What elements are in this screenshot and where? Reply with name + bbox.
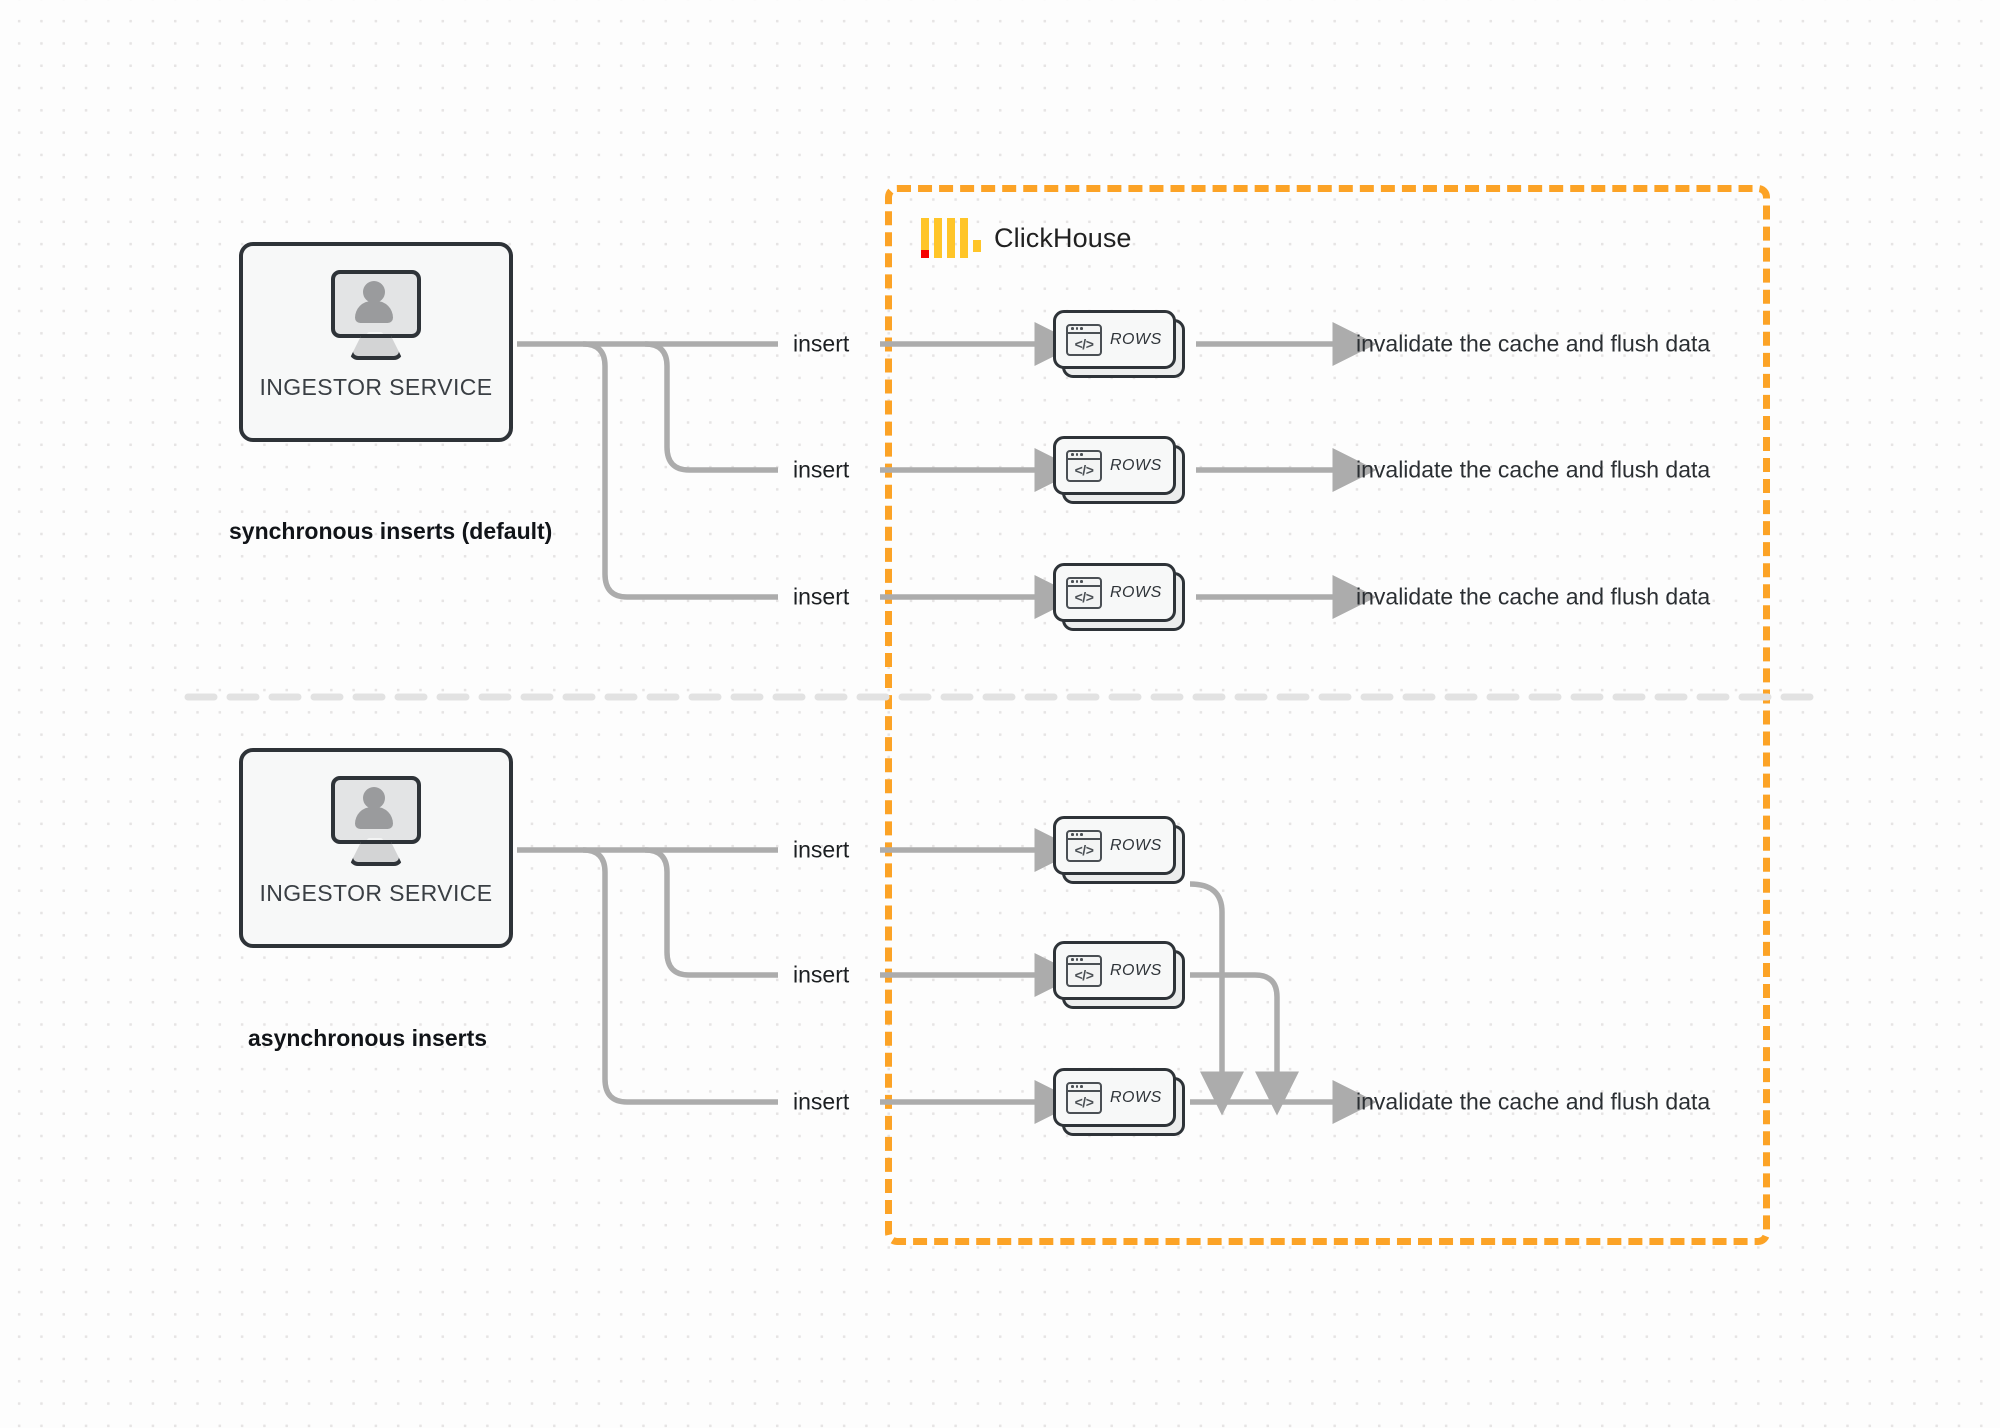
- rows-node-async-2[interactable]: </> ROWS: [1053, 941, 1185, 1009]
- wire-async-branch-3: [582, 847, 778, 1105]
- rows-node-sync-2[interactable]: </> ROWS: [1053, 436, 1185, 504]
- rows-label: ROWS: [1110, 836, 1162, 854]
- ingestor-service-sync[interactable]: INGESTOR SERVICE: [239, 242, 513, 442]
- rows-node-sync-1[interactable]: </> ROWS: [1053, 310, 1185, 378]
- rows-node-async-3[interactable]: </> ROWS: [1053, 1068, 1185, 1136]
- rows-node-sync-3[interactable]: </> ROWS: [1053, 563, 1185, 631]
- rows-label: ROWS: [1110, 583, 1162, 601]
- edge-label-insert-sync-1: insert: [793, 330, 850, 357]
- sink-label-async: invalidate the cache and flush data: [1356, 1088, 1711, 1115]
- clickhouse-logo-icon: [921, 218, 981, 258]
- edge-label-insert-async-1: insert: [793, 836, 850, 863]
- sink-label-sync-3: invalidate the cache and flush data: [1356, 583, 1711, 610]
- edge-label-insert-async-3: insert: [793, 1088, 850, 1115]
- monitor-user-icon: [327, 776, 425, 866]
- code-window-icon: </>: [1066, 323, 1102, 356]
- ingestor-service-async[interactable]: INGESTOR SERVICE: [239, 748, 513, 948]
- edge-label-insert-sync-2: insert: [793, 456, 850, 483]
- section-caption-async: asynchronous inserts: [248, 1025, 488, 1051]
- code-window-icon: </>: [1066, 1081, 1102, 1114]
- clickhouse-label: ClickHouse: [994, 222, 1132, 253]
- sink-label-sync-2: invalidate the cache and flush data: [1356, 456, 1711, 483]
- clickhouse-brand: ClickHouse: [921, 218, 1132, 258]
- wire-async-branch-2: [644, 847, 778, 978]
- clickhouse-boundary: [885, 185, 1770, 1245]
- rows-label: ROWS: [1110, 456, 1162, 474]
- rows-label: ROWS: [1110, 1088, 1162, 1106]
- wire-sync-branch-3: [582, 341, 778, 600]
- ingestor-service-label-async: INGESTOR SERVICE: [259, 880, 493, 906]
- rows-label: ROWS: [1110, 961, 1162, 979]
- code-window-icon: </>: [1066, 449, 1102, 482]
- code-window-icon: </>: [1066, 829, 1102, 862]
- rows-label: ROWS: [1110, 330, 1162, 348]
- code-window-icon: </>: [1066, 954, 1102, 987]
- section-caption-sync: synchronous inserts (default): [229, 518, 553, 544]
- rows-node-async-1[interactable]: </> ROWS: [1053, 816, 1185, 884]
- monitor-user-icon: [327, 270, 425, 360]
- code-window-icon: </>: [1066, 576, 1102, 609]
- ingestor-service-label-sync: INGESTOR SERVICE: [259, 374, 493, 400]
- edge-label-insert-sync-3: insert: [793, 583, 850, 610]
- sink-label-sync-1: invalidate the cache and flush data: [1356, 330, 1711, 357]
- edge-label-insert-async-2: insert: [793, 961, 850, 988]
- wire-sync-branch-2: [644, 341, 778, 473]
